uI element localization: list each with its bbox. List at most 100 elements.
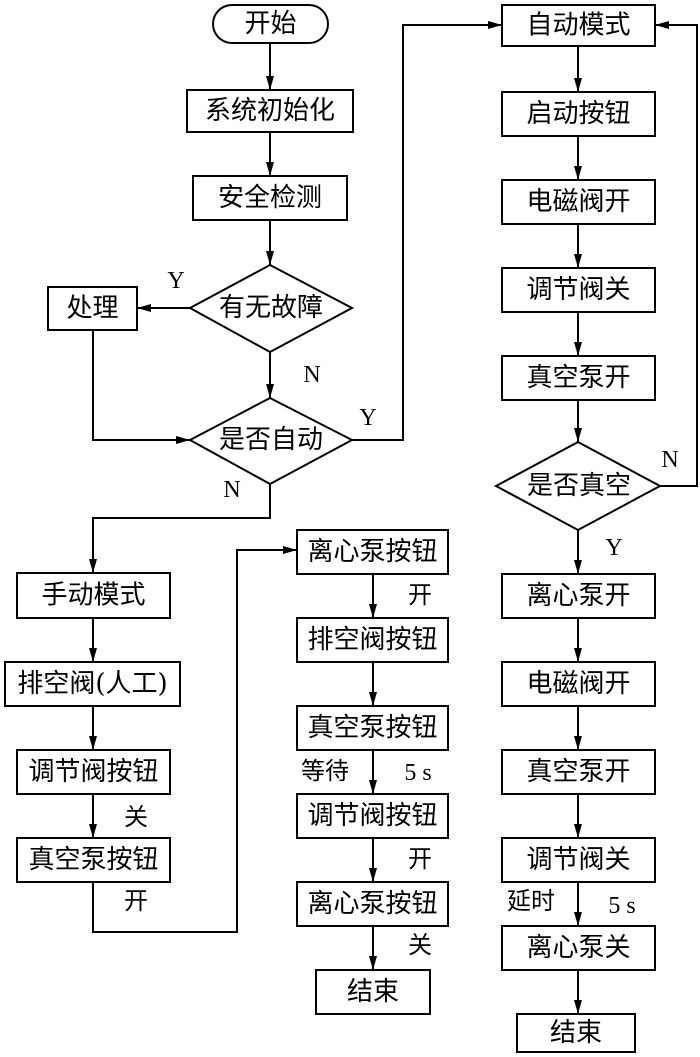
node-centrifugal-pump-button-2-shape: [296, 881, 449, 927]
connectors: [89, 21, 698, 1014]
edge-label-auto-delay-time: 5 s: [608, 893, 635, 919]
node-centrifugal-pump-button-2: 离心泵按钮: [296, 881, 449, 927]
node-fault-decision-label: 有无故障: [219, 293, 323, 323]
node-drain-valve-manual-shape: [4, 661, 181, 707]
edge-label-mid-open-1: 开: [408, 583, 432, 609]
node-start-button: 启动按钮: [501, 91, 656, 137]
node-regulating-valve-button-1-shape: [16, 749, 171, 795]
node-init: 系统初始化: [186, 89, 354, 133]
node-handle: 处理: [47, 286, 138, 331]
node-vacuum-pump-open-2-label: 真空泵开: [526, 757, 630, 787]
node-regulating-valve-button-2: 调节阀按钮: [296, 793, 449, 839]
node-handle-label: 处理: [66, 294, 118, 324]
edge-label-vacuum-yes: Y: [605, 535, 622, 561]
node-safety-check-shape: [192, 175, 348, 221]
node-init-label: 系统初始化: [205, 96, 335, 126]
edge-label-manual-close: 关: [124, 804, 148, 831]
arrow-handle-to-auto: [92, 330, 190, 444]
edge-label-fault-yes: Y: [167, 268, 184, 294]
node-drain-valve-button-shape: [296, 617, 449, 663]
node-solenoid-valve-open-1-shape: [501, 179, 656, 225]
node-regulating-valve-button-2-label: 调节阀按钮: [307, 801, 437, 831]
node-manual-mode-label: 手动模式: [41, 581, 145, 611]
node-solenoid-valve-open-2-label: 电磁阀开: [526, 669, 630, 699]
node-centrifugal-pump-close-shape: [501, 925, 656, 971]
edge-label-vacuum-no: N: [661, 447, 678, 473]
node-centrifugal-pump-close-label: 离心泵关: [526, 933, 630, 963]
node-centrifugal-pump-open-shape: [501, 573, 656, 619]
edge-label-mid-close: 关: [408, 932, 432, 959]
node-solenoid-valve-open-2-shape: [501, 661, 656, 707]
node-start-shape: [212, 4, 329, 44]
node-centrifugal-pump-button-2-label: 离心泵按钮: [307, 889, 437, 919]
node-fault-decision: 有无故障: [187, 263, 355, 354]
node-vacuum-decision-label: 是否真空: [527, 471, 631, 501]
node-start: 开始: [212, 4, 329, 44]
edge-label-fault-no: N: [303, 362, 320, 388]
arrow-auto-no-to-manual: [89, 484, 271, 573]
node-vacuum-pump-button-1: 真空泵按钮: [16, 837, 171, 883]
arrow-auto-yes-to-auto-mode: [352, 21, 502, 441]
node-regulating-valve-button-1: 调节阀按钮: [16, 749, 171, 795]
node-centrifugal-pump-button-1-label: 离心泵按钮: [307, 537, 437, 567]
node-end-auto-label: 结束: [550, 1018, 602, 1048]
node-start-label: 开始: [244, 9, 296, 39]
arrow-vacuum-no-loop: [655, 21, 698, 487]
node-start-button-shape: [501, 91, 656, 137]
node-manual-mode-shape: [16, 572, 171, 619]
node-regulating-valve-close-1: 调节阀关: [501, 267, 656, 313]
edge-labels: Y N Y N 关 开 开 等待 5 s 开 关 N Y 延时 5 s: [124, 268, 679, 959]
node-regulating-valve-button-2-shape: [296, 793, 449, 839]
node-fault-decision-shape: [187, 263, 355, 354]
node-vacuum-pump-button-1-shape: [16, 837, 171, 883]
node-safety-check-label: 安全检测: [218, 183, 322, 213]
node-end-manual-shape: [315, 969, 431, 1015]
node-solenoid-valve-open-1-label: 电磁阀开: [526, 187, 630, 217]
edge-label-auto-no: N: [223, 477, 240, 503]
node-auto-decision-shape: [187, 396, 355, 486]
node-init-shape: [186, 89, 354, 133]
node-regulating-valve-close-2-label: 调节阀关: [526, 845, 630, 875]
node-vacuum-pump-open-1-shape: [501, 355, 656, 401]
node-solenoid-valve-open-1: 电磁阀开: [501, 179, 656, 225]
edge-label-mid-open-2: 开: [408, 847, 432, 873]
node-drain-valve-button: 排空阀按钮: [296, 617, 449, 663]
node-start-button-label: 启动按钮: [526, 99, 630, 129]
node-vacuum-pump-button-2-label: 真空泵按钮: [307, 713, 437, 743]
node-drain-valve-manual-label: 排空阀(人工): [17, 669, 167, 699]
edge-label-manual-open: 开: [124, 889, 148, 915]
node-vacuum-pump-button-2-shape: [296, 705, 449, 751]
node-handle-shape: [47, 286, 138, 331]
node-centrifugal-pump-open: 离心泵开: [501, 573, 656, 619]
node-vacuum-pump-open-2-shape: [501, 749, 656, 795]
node-vacuum-pump-button-1-label: 真空泵按钮: [28, 845, 158, 875]
edge-label-auto-delay: 延时: [507, 888, 555, 915]
node-auto-mode-shape: [501, 4, 656, 47]
node-centrifugal-pump-button-1: 离心泵按钮: [296, 529, 449, 575]
node-safety-check: 安全检测: [192, 175, 348, 221]
node-end-auto: 结束: [516, 1013, 636, 1053]
edge-label-mid-wait: 等待: [301, 758, 349, 785]
node-end-auto-shape: [516, 1013, 636, 1053]
node-regulating-valve-close-2: 调节阀关: [501, 837, 656, 883]
node-auto-mode-label: 自动模式: [526, 11, 630, 41]
node-vacuum-decision-shape: [493, 440, 663, 532]
node-vacuum-decision: 是否真空: [493, 440, 663, 532]
node-end-manual: 结束: [315, 969, 431, 1015]
node-centrifugal-pump-close: 离心泵关: [501, 925, 656, 971]
node-vacuum-pump-open-2: 真空泵开: [501, 749, 656, 795]
node-drain-valve-manual: 排空阀(人工): [4, 661, 181, 707]
node-end-manual-label: 结束: [347, 977, 399, 1007]
edge-label-auto-yes: Y: [359, 405, 376, 431]
node-regulating-valve-close-1-label: 调节阀关: [526, 275, 630, 305]
node-auto-decision-label: 是否自动: [219, 425, 323, 455]
node-vacuum-pump-open-1: 真空泵开: [501, 355, 656, 401]
node-centrifugal-pump-open-label: 离心泵开: [526, 581, 630, 611]
node-vacuum-pump-open-1-label: 真空泵开: [526, 363, 630, 393]
node-regulating-valve-close-1-shape: [501, 267, 656, 313]
node-vacuum-pump-button-2: 真空泵按钮: [296, 705, 449, 751]
node-manual-mode: 手动模式: [16, 572, 171, 619]
node-solenoid-valve-open-2: 电磁阀开: [501, 661, 656, 707]
arrow-manual-to-mid: [92, 546, 297, 933]
